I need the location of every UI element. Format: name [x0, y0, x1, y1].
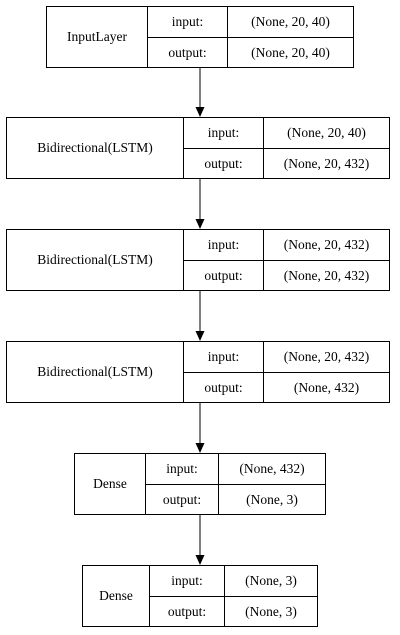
output-shape: (None, 20, 40): [251, 44, 330, 60]
divider: [146, 484, 325, 485]
layer-name: Bidirectional(LSTM): [37, 252, 153, 268]
layer-name: Bidirectional(LSTM): [37, 364, 153, 380]
arrowhead-icon: [195, 555, 205, 565]
output-shape: (None, 3): [245, 603, 297, 619]
divider: [184, 260, 389, 261]
node-input-layer: InputLayer input: (None, 20, 40) output:…: [46, 6, 354, 68]
output-label: output:: [204, 379, 243, 395]
divider: [184, 372, 389, 373]
input-shape: (None, 3): [245, 573, 297, 589]
layer-name: InputLayer: [67, 29, 127, 45]
layer-name: Dense: [93, 476, 127, 492]
output-label: output:: [167, 603, 207, 619]
node-bidirectional-lstm-3: Bidirectional(LSTM) input: (None, 20, 43…: [6, 341, 390, 403]
input-label: input:: [207, 349, 240, 365]
node-dense-1: Dense input: (None, 432) output: (None, …: [74, 453, 326, 515]
divider: [149, 566, 150, 626]
input-label: input:: [166, 461, 198, 477]
layer-name: Bidirectional(LSTM): [37, 140, 153, 156]
output-shape: (None, 432): [293, 379, 360, 395]
input-shape: (None, 432): [239, 461, 305, 477]
output-label: output:: [204, 155, 243, 171]
input-label: input:: [207, 237, 240, 253]
input-shape: (None, 20, 40): [251, 14, 330, 30]
input-label: input:: [171, 573, 203, 589]
input-label: input:: [171, 14, 204, 30]
arrowhead-icon: [195, 107, 205, 117]
input-shape: (None, 20, 432): [283, 237, 370, 253]
arrowhead-icon: [195, 443, 205, 453]
divider: [150, 596, 317, 597]
arrowhead-icon: [195, 219, 205, 229]
divider: [183, 342, 184, 402]
output-shape: (None, 20, 432): [283, 155, 370, 171]
layer-name: Dense: [99, 588, 133, 604]
divider: [145, 454, 146, 514]
divider: [148, 37, 353, 38]
output-label: output:: [162, 491, 202, 507]
node-bidirectional-lstm-1: Bidirectional(LSTM) input: (None, 20, 40…: [6, 117, 390, 179]
node-bidirectional-lstm-2: Bidirectional(LSTM) input: (None, 20, 43…: [6, 229, 390, 291]
divider: [184, 148, 389, 149]
output-label: output:: [168, 44, 207, 60]
input-shape: (None, 20, 432): [283, 349, 370, 365]
divider: [147, 7, 148, 67]
output-shape: (None, 20, 432): [283, 267, 370, 283]
output-label: output:: [204, 267, 243, 283]
input-shape: (None, 20, 40): [287, 125, 366, 141]
divider: [183, 230, 184, 290]
divider: [183, 118, 184, 178]
output-shape: (None, 3): [246, 491, 298, 507]
arrowhead-icon: [195, 331, 205, 341]
input-label: input:: [207, 125, 240, 141]
node-dense-2: Dense input: (None, 3) output: (None, 3): [82, 565, 318, 627]
